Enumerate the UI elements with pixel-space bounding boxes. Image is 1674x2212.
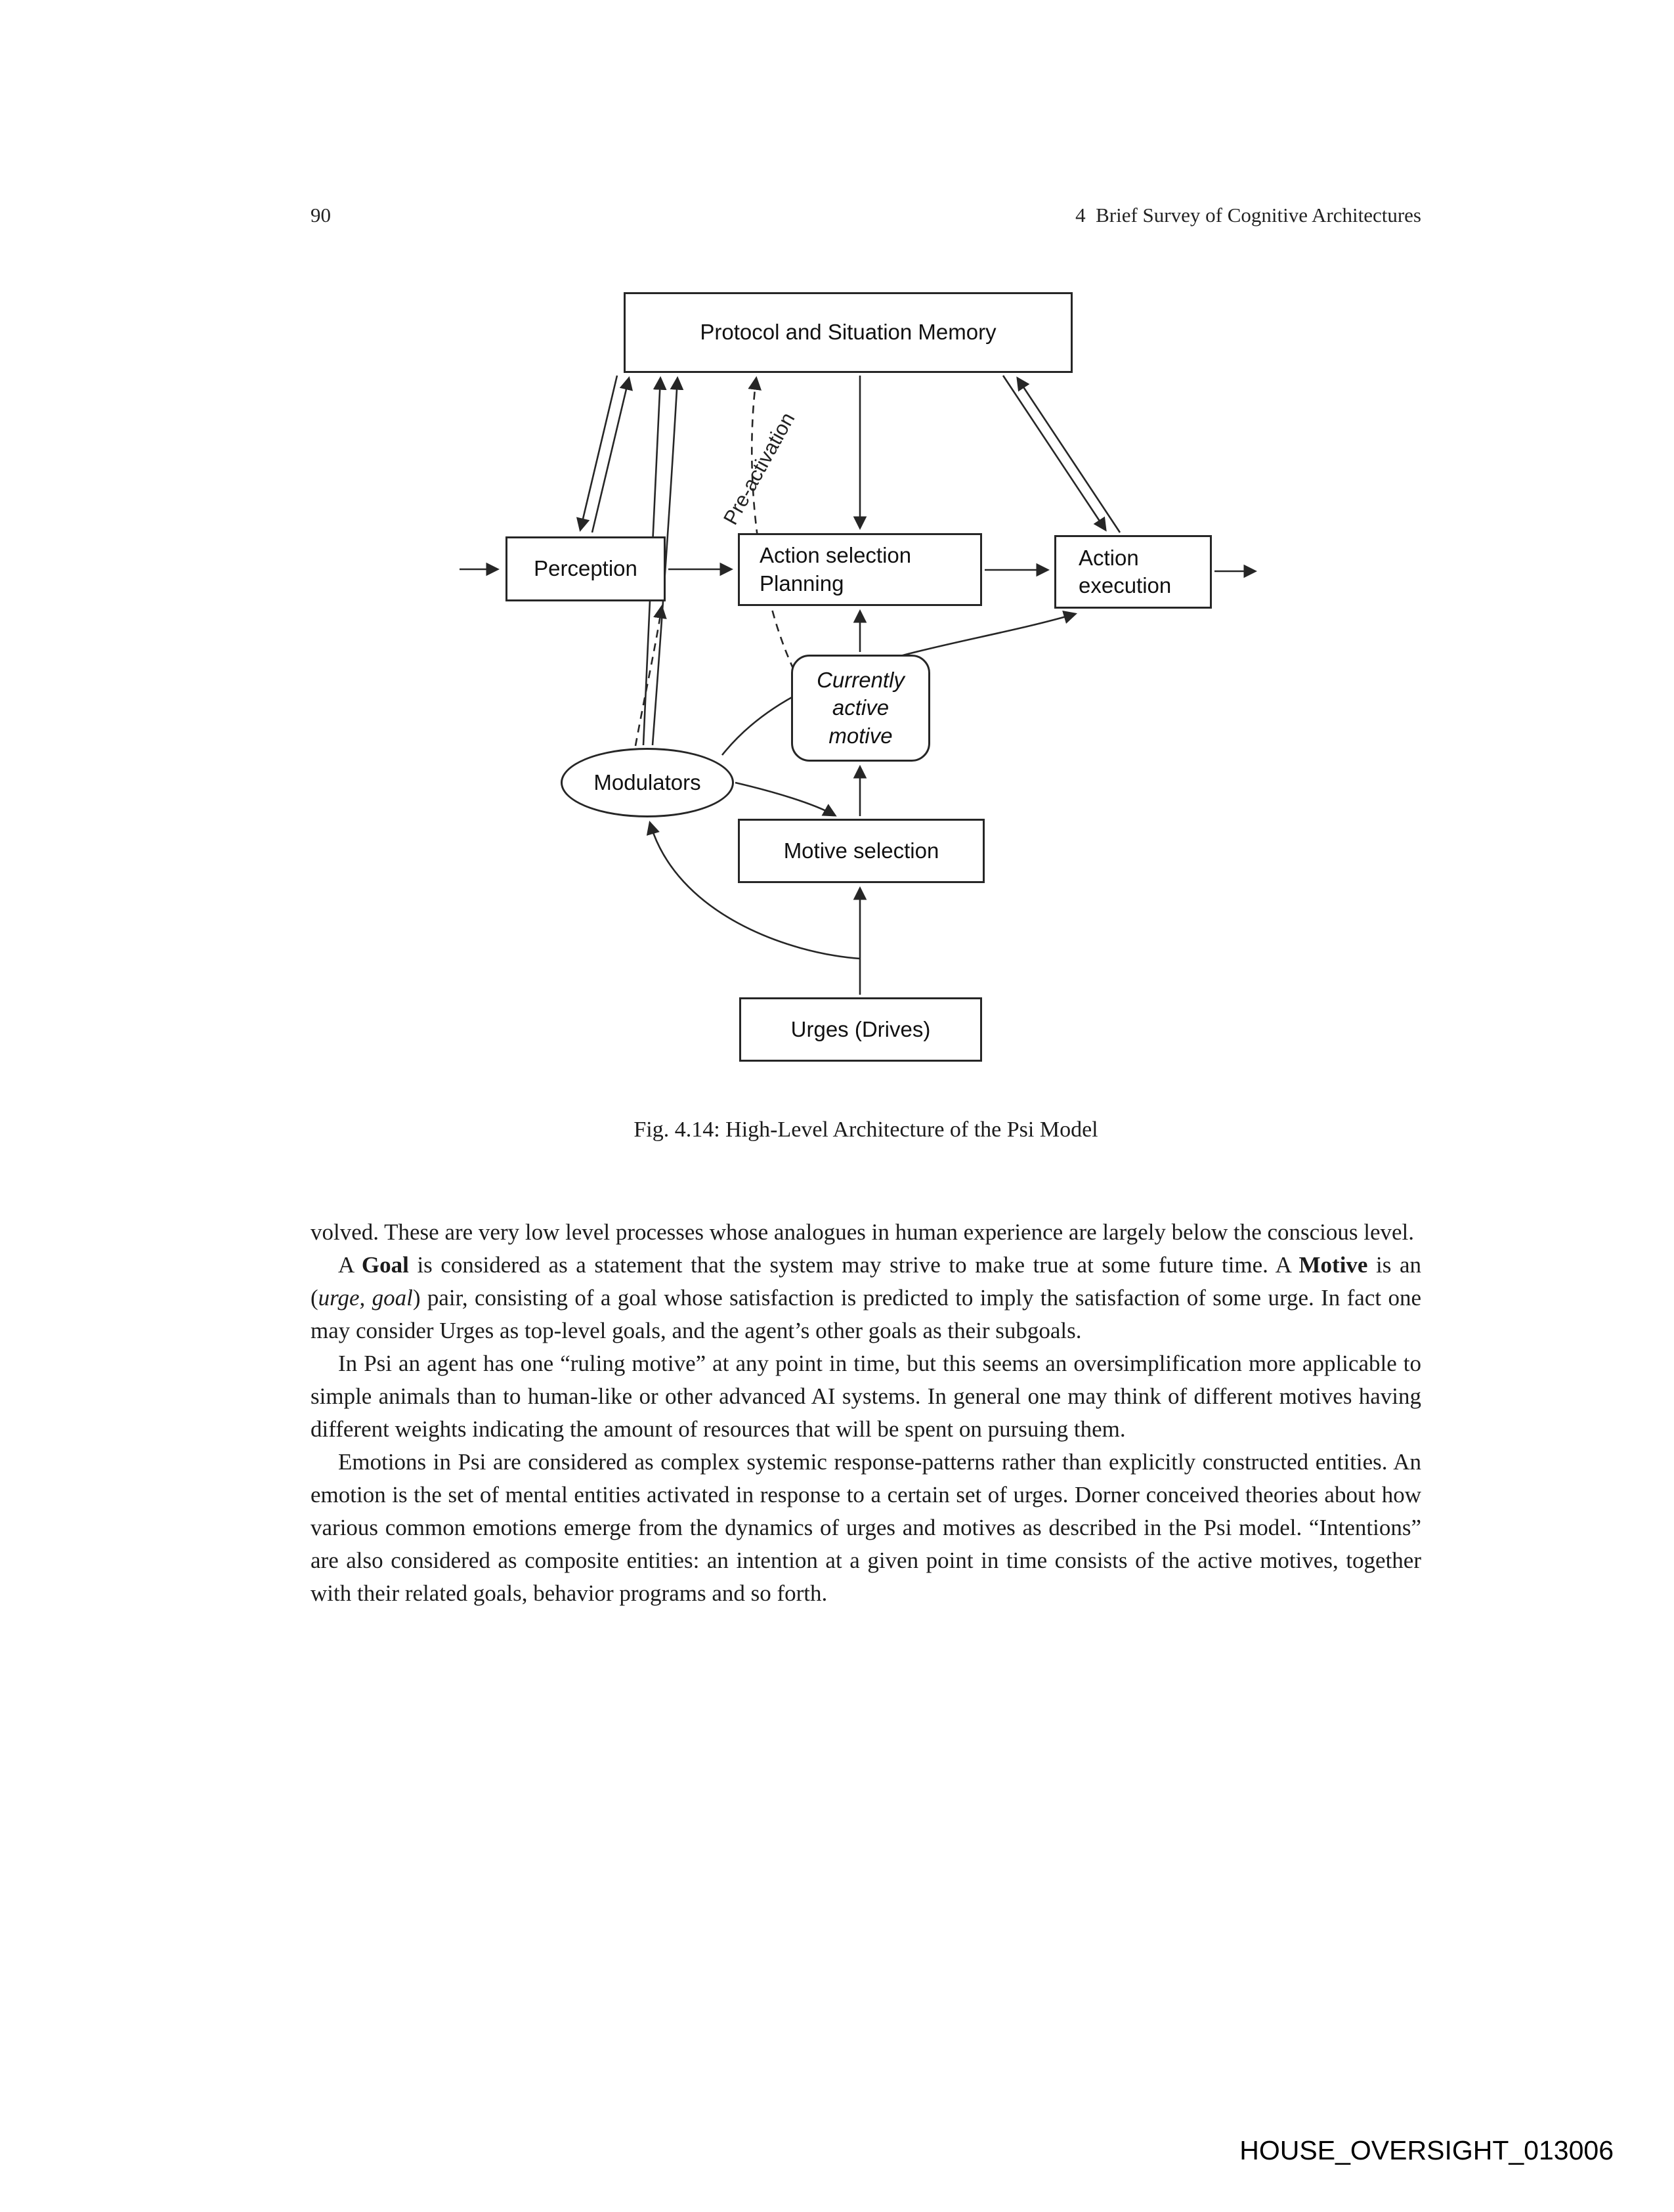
- node-protocol-situation-memory: Protocol and Situation Memory: [624, 292, 1073, 373]
- node-motive-selection: Motive selection: [738, 819, 985, 883]
- node-action-selection-planning: Action selection Planning: [738, 533, 982, 606]
- paragraph-2: A Goal is considered as a statement that…: [311, 1252, 1421, 1343]
- paragraph-4: Emotions in Psi are considered as comple…: [311, 1449, 1421, 1606]
- node-label: Planning: [760, 571, 844, 596]
- curve-modulators-to-protocol-2: [651, 376, 684, 746]
- node-label: Motive selection: [783, 838, 939, 863]
- figure-psi-architecture: Protocol and Situation Memory Perception…: [460, 282, 1313, 1116]
- paragraph-3: In Psi an agent has one “ruling motive” …: [311, 1351, 1421, 1442]
- node-perception: Perception: [505, 536, 666, 601]
- arrow-perception-to-protocol: [591, 376, 633, 533]
- node-label: motive: [828, 723, 893, 748]
- node-label: Action: [1079, 545, 1139, 570]
- watermark: HOUSE_OVERSIGHT_013006: [1239, 2135, 1614, 2165]
- node-label: Currently: [817, 668, 905, 693]
- running-title: 4 Brief Survey of Cognitive Architecture…: [1075, 204, 1421, 227]
- node-label: Modulators: [593, 770, 701, 794]
- body-text: volved. These are very low level process…: [311, 1216, 1421, 1610]
- curve-modulators-to-motive-selection: [735, 781, 837, 817]
- curve-modulators-to-perception: [634, 604, 667, 747]
- node-label: Protocol and Situation Memory: [700, 320, 997, 345]
- node-action-execution: Action execution: [1054, 535, 1212, 609]
- node-currently-active-motive: Currently active motive: [791, 655, 930, 762]
- arrow-protocol-to-action-execution: [1002, 375, 1107, 532]
- node-label: Urges (Drives): [790, 1016, 931, 1041]
- arrow-action-execution-to-protocol: [1016, 376, 1121, 533]
- page-header: 90 4 Brief Survey of Cognitive Architect…: [311, 204, 1421, 227]
- node-modulators: Modulators: [561, 748, 734, 817]
- node-urges-drives: Urges (Drives): [739, 997, 982, 1062]
- page-number: 90: [311, 204, 331, 227]
- node-label: Perception: [534, 556, 637, 581]
- arrow-protocol-to-perception: [576, 375, 618, 532]
- paragraph-1: volved. These are very low level process…: [311, 1219, 1415, 1245]
- node-label: active: [832, 695, 890, 720]
- node-label: Action selection: [760, 543, 912, 568]
- figure-caption: Fig. 4.14: High-Level Architecture of th…: [633, 1117, 1098, 1142]
- curve-urges-to-modulators: [646, 821, 861, 960]
- node-label: execution: [1079, 573, 1172, 597]
